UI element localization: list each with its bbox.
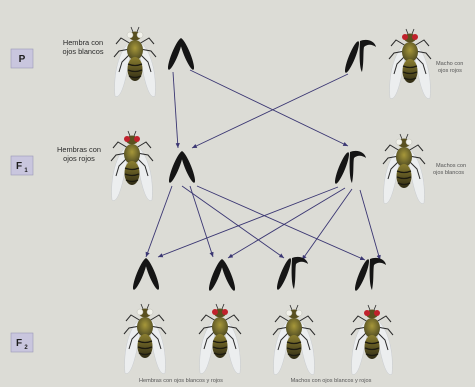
label-p-male-line1: Macho con	[436, 61, 463, 67]
p-male-red-eyed-fly	[389, 29, 431, 99]
generation-f1: F 1	[11, 156, 33, 175]
label-f2-females: Hembras con ojos blancos y rojos	[139, 378, 223, 384]
label-f1-male-line1: Machos con	[436, 163, 466, 169]
arrow-p-male-to-f1-female	[192, 74, 348, 148]
f2-female-white-eyed-fly	[124, 304, 166, 374]
f2-male-a-xy-chromosomes	[275, 257, 308, 291]
label-f1-male-line2: ojos blancos	[433, 170, 464, 176]
arrow-f1-female-to-f2-female-b	[190, 186, 213, 257]
generation-f1-label: F	[16, 161, 22, 172]
label-f2-males: Machos con ojos blancos y rojos	[291, 378, 372, 384]
f2-male-b-xy-chromosomes	[353, 258, 386, 292]
generation-p: P	[11, 49, 33, 68]
generation-p-label: P	[19, 54, 26, 65]
p-female-xx-chromosomes	[166, 37, 197, 71]
generation-f2-label: F	[16, 338, 22, 349]
arrow-p-female-to-f1-male	[190, 70, 348, 146]
p-female-white-eyed-fly	[114, 27, 156, 97]
label-p-female-line2: ojos blancos	[62, 47, 103, 56]
arrow-p-female-to-f1-female	[173, 72, 178, 148]
f2-female-red-eyed-fly	[199, 304, 241, 374]
arrow-f1-female-to-f2-male-b	[197, 186, 365, 260]
f1-male-white-eyed-fly	[383, 134, 425, 204]
f2-female-b-xx-chromosomes	[207, 258, 238, 292]
label-f1-female-line2: ojos rojos	[63, 154, 95, 163]
f2-male-red-eyed-fly	[351, 305, 393, 375]
arrow-f1-male-to-f2-male-a	[302, 189, 352, 260]
label-p-female-line1: Hembra con	[63, 38, 103, 47]
generation-f2: F 2	[11, 333, 33, 352]
f1-female-red-eyed-fly	[111, 131, 153, 201]
p-male-xy-chromosomes	[343, 40, 376, 74]
f2-male-white-eyed-fly	[273, 305, 315, 375]
arrow-f1-female-to-f2-male-a	[182, 186, 284, 258]
label-p-male-line2: ojos rojos	[438, 68, 462, 74]
f1-male-xy-chromosomes	[333, 151, 366, 185]
f1-female-xx-chromosomes	[167, 150, 198, 184]
arrow-f1-male-to-f2-male-b	[360, 190, 380, 260]
f2-female-a-xx-chromosomes	[131, 257, 162, 291]
label-f1-female-line1: Hembras con	[57, 145, 101, 154]
